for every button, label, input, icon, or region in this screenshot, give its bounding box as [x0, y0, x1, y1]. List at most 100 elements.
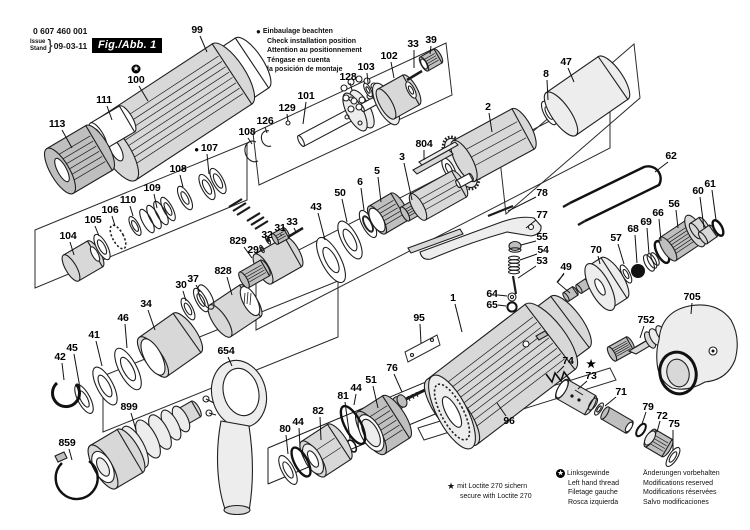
leader-line	[634, 234, 638, 264]
part-label-75: 75	[668, 418, 680, 430]
brace-glyph: }	[47, 37, 53, 54]
part-label-829: 829	[229, 235, 247, 247]
part-label-77: 77	[536, 209, 548, 221]
part-34-cylinder	[136, 312, 204, 378]
part-label-31: 31	[274, 222, 286, 234]
part-31-pinion	[271, 226, 290, 246]
leader-line	[247, 137, 253, 145]
part-71-discs	[587, 397, 634, 434]
part-label-80: 80	[279, 423, 291, 435]
part-label-57: 57	[610, 232, 622, 244]
leader-line	[353, 393, 357, 406]
part-105-washer	[93, 233, 111, 261]
leader-line	[69, 241, 75, 256]
part-label-41: 41	[88, 329, 100, 341]
part-654-grip	[202, 359, 268, 516]
part-label-110: 110	[119, 194, 137, 206]
leader-line	[497, 304, 507, 307]
part-label-73: 73	[585, 370, 597, 382]
part-label-79: 79	[642, 401, 654, 413]
part-60-cap	[697, 224, 719, 245]
leader-line	[61, 129, 73, 149]
part-75-washer	[665, 446, 681, 468]
modifications-line: Salvo modificaciones	[643, 498, 709, 506]
leader-line	[639, 325, 645, 339]
part-label-108: 108	[169, 163, 187, 175]
part-label-76: 76	[386, 362, 398, 374]
leader-line	[68, 448, 73, 461]
leader-line	[675, 209, 679, 229]
leader-line	[95, 340, 103, 367]
part-57-washer	[619, 264, 633, 284]
leader-line	[147, 309, 156, 331]
installation-note: ●Einbaulage beachten Check installation …	[256, 27, 362, 75]
leader-line	[546, 79, 549, 101]
leader-line	[130, 412, 137, 431]
part-label-44: 44	[292, 416, 304, 428]
part-label-64: 64	[486, 288, 498, 300]
part-label-105: 105	[84, 214, 102, 226]
part-label-50: 50	[334, 187, 346, 199]
dot-icon: ●	[194, 145, 199, 154]
part-label-828: 828	[214, 265, 232, 277]
part-44-o-ring-b	[290, 446, 312, 478]
leader-line	[341, 198, 348, 223]
part-73-valve-sleeve	[554, 378, 598, 416]
leader-line	[658, 218, 662, 242]
part-label-99: 99	[191, 24, 203, 36]
modifications-line: Modifications réservées	[643, 489, 717, 496]
part-label-54: 54	[537, 244, 549, 256]
leader-line	[138, 85, 149, 102]
leader-line	[567, 67, 575, 83]
leader-line	[497, 294, 508, 297]
star-icon: ★	[447, 481, 456, 491]
part-79-o-ring	[635, 422, 647, 438]
leader-line	[286, 113, 289, 122]
part-95-plate	[404, 334, 441, 363]
part-50-washer	[337, 220, 363, 260]
leader-line	[393, 373, 403, 393]
part-label-804: 804	[415, 138, 433, 150]
part-label-111: 111	[96, 94, 112, 106]
left-hand-thread-note: ★Linksgewinde Left hand thread Filetage …	[556, 469, 619, 507]
leader-line	[111, 215, 116, 227]
part-label-37: 37	[187, 273, 199, 285]
part-72-knurled-cap	[643, 428, 674, 458]
leader-line	[604, 396, 617, 407]
leader-line	[617, 243, 625, 265]
part-label-107: ●107	[194, 142, 218, 154]
part-39-knurled-nut	[418, 48, 444, 72]
leader-line	[597, 255, 601, 265]
issue-date: 09-03-11	[53, 40, 88, 51]
loctite-note-line: secure with Loctite 270	[460, 492, 532, 500]
part-1-main-housing	[423, 294, 592, 450]
leader-line	[226, 276, 233, 296]
leader-line	[517, 265, 537, 279]
part-30-washer	[180, 297, 196, 321]
loctite-note: ★mit Loctite 270 sichern secure with Loc…	[447, 481, 532, 501]
leader-line	[641, 411, 647, 425]
leader-line	[153, 193, 158, 209]
part-label-2: 2	[485, 101, 491, 113]
installation-note-line: Check installation position	[267, 37, 357, 45]
part-label-71: 71	[615, 386, 627, 398]
dot-icon: ●	[256, 27, 261, 36]
leader-line	[199, 35, 208, 53]
part-label-66: 66	[652, 207, 664, 219]
part-label-32: 32	[261, 229, 273, 241]
part-label-65: 65	[486, 299, 498, 311]
installation-note-line: Attention au positionnement	[267, 47, 362, 55]
part-label-45: 45	[66, 342, 78, 354]
leader-line	[319, 416, 322, 441]
leader-line	[646, 227, 650, 255]
part-label-95: 95	[413, 312, 425, 324]
leader-line	[264, 126, 268, 134]
part-46-washer	[114, 347, 142, 391]
leader-line	[556, 365, 565, 374]
left-hand-thread-line: Filetage gauche	[568, 489, 618, 496]
part-label-29: 29	[247, 244, 259, 256]
part-109-wave-spring	[139, 196, 176, 234]
modifications-line: Änderungen vorbehalten	[643, 470, 720, 477]
part-6-bearing	[358, 209, 378, 239]
part-label-47: 47	[560, 56, 572, 68]
